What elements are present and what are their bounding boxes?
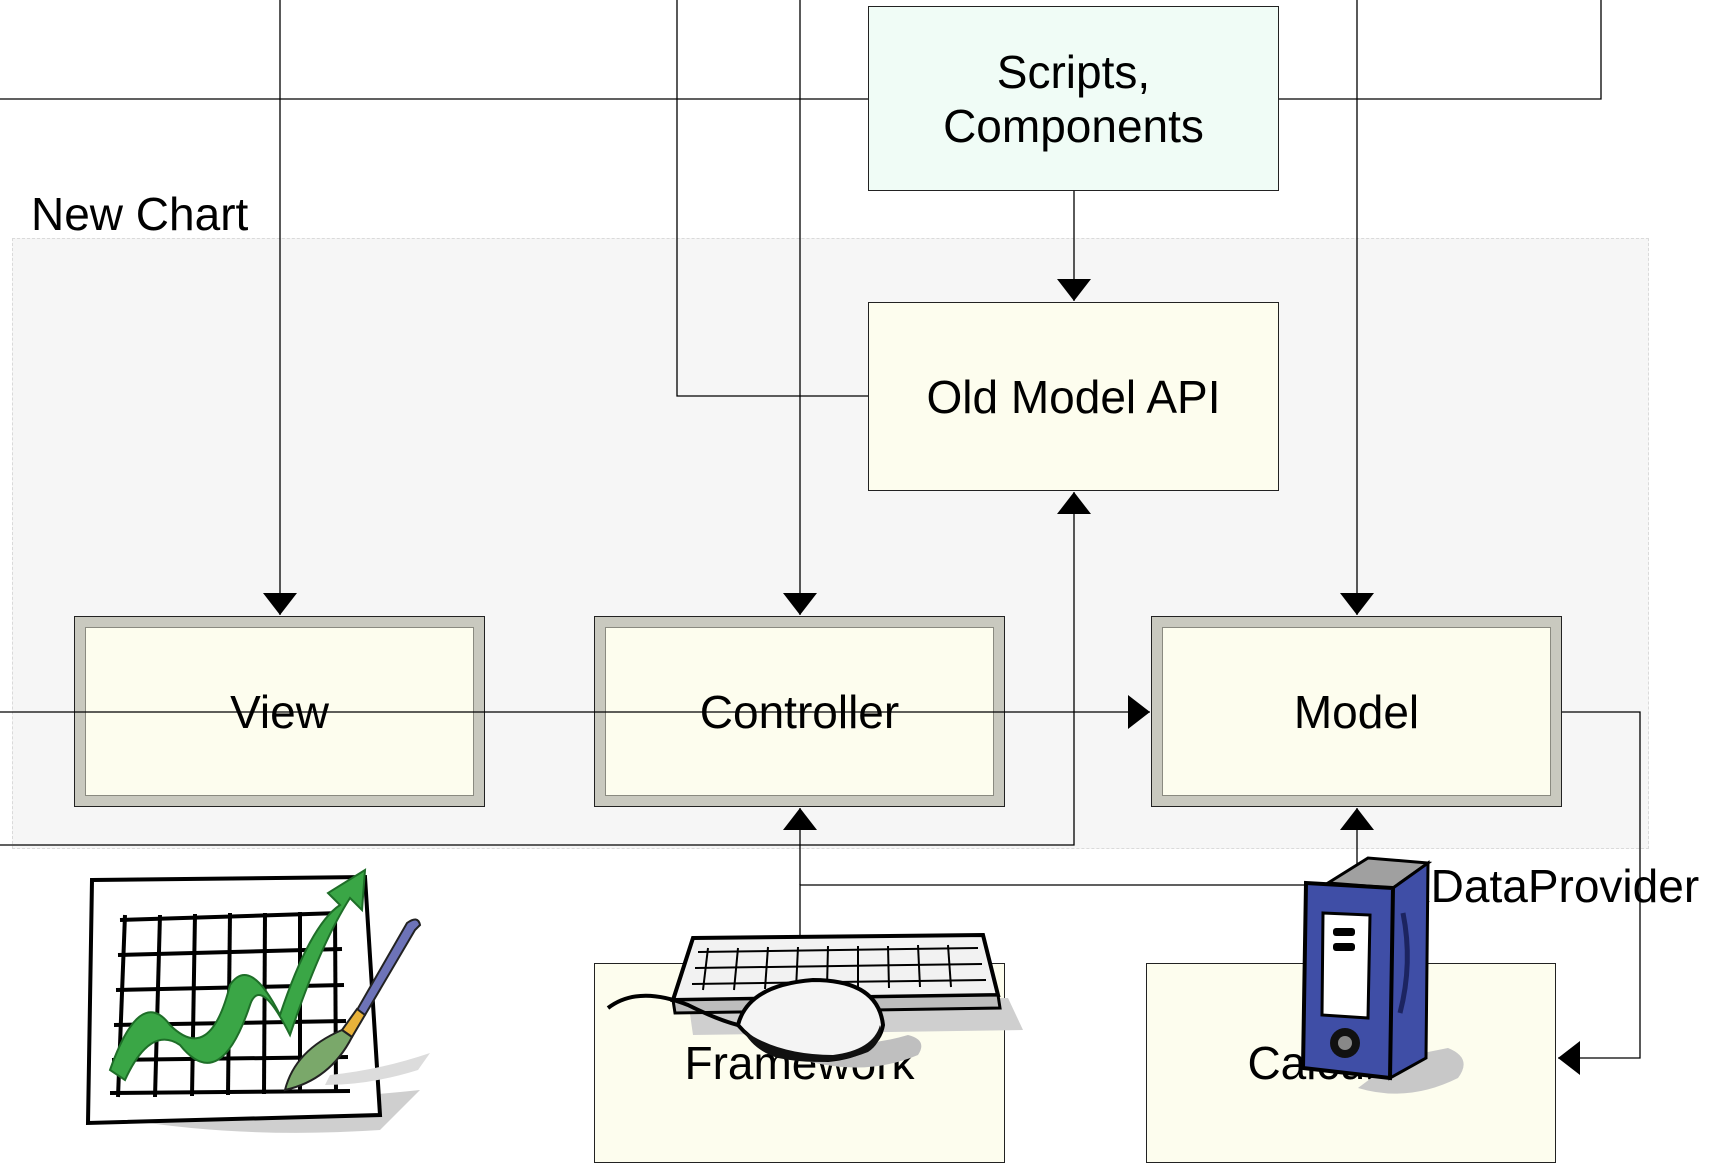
controller-label: Controller <box>699 685 900 738</box>
xdataprovider-label: XDataProvider <box>1400 860 1700 912</box>
chart-drawing-clipart-icon <box>85 868 430 1133</box>
old-model-api-node: Old Model API <box>868 302 1279 491</box>
scripts-components-label: Scripts, Components <box>943 45 1204 152</box>
model-label: Model <box>1293 685 1420 738</box>
view-label: View <box>230 685 329 738</box>
model-node: Model <box>1151 616 1562 807</box>
keyboard-mouse-clipart-icon <box>606 932 1023 1068</box>
binder-clipart-icon <box>1300 856 1464 1094</box>
scripts-components-node: Scripts, Components <box>868 6 1279 191</box>
controller-node: Controller <box>594 616 1005 807</box>
view-node: View <box>74 616 485 807</box>
line-scripts-right <box>1279 0 1602 100</box>
old-model-api-label: Old Model API <box>926 370 1221 423</box>
group-label: New Chart <box>31 188 249 240</box>
